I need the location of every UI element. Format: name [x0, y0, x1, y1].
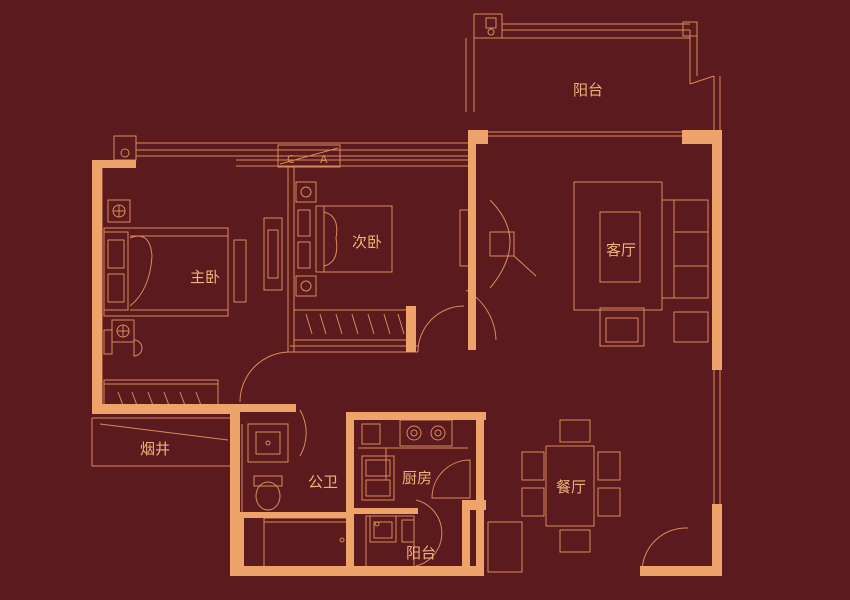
room-label-dining-room: 餐厅 [556, 478, 586, 496]
door-swing-icon [431, 459, 471, 499]
door-swing-icon [641, 527, 689, 573]
bed-icon [297, 205, 393, 273]
room-label-kitchen: 厨房 [402, 469, 432, 487]
door-swing-icon [299, 409, 307, 457]
wardrobe-icon [293, 309, 411, 341]
desk-icon [233, 239, 247, 303]
sink-icon [361, 423, 395, 501]
stove-icon [358, 419, 468, 480]
shoe-cabinet-icon [487, 521, 523, 573]
dining-table-icon [521, 419, 621, 553]
tv-icon [459, 199, 537, 289]
chimney-shaft-outline [91, 417, 232, 467]
room-label-living-room: 客厅 [606, 241, 636, 259]
armchair-icon [599, 307, 709, 347]
room-label-master-bedroom: 主卧 [190, 268, 220, 286]
bed-icon [103, 227, 229, 317]
door-swing-icon [415, 499, 443, 567]
room-label-public-bathroom: 公卫 [308, 473, 338, 491]
sofa-icon [573, 181, 709, 311]
door-swing-icon [417, 305, 465, 353]
room-label-balcony-top: 阳台 [573, 81, 603, 99]
tv-icon [263, 217, 283, 291]
room-label-second-bedroom: 次卧 [352, 233, 382, 251]
ac-unit-icon [107, 199, 131, 223]
wardrobe-icon [103, 379, 219, 411]
shower-icon [263, 517, 351, 575]
bedroom-window-band: C A [95, 135, 474, 410]
door-swing-icon [239, 351, 291, 403]
walls [92, 130, 722, 576]
room-label-chimney-shaft: 烟井 [140, 440, 170, 458]
toilet-icon [253, 475, 283, 511]
ac-unit-icon [103, 319, 143, 357]
top-balcony-outline [465, 13, 721, 140]
sink-icon [247, 423, 289, 463]
ac-unit-icon [295, 181, 317, 297]
room-label-balcony-kitchen: 阳台 [406, 544, 436, 562]
